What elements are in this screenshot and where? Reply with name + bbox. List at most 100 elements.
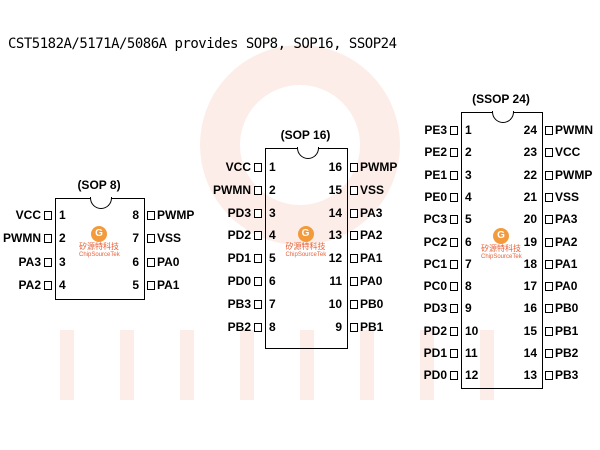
pin-number: 14 [328,205,342,220]
pin-label: PWMN [3,231,41,246]
pin-number: 8 [465,279,472,294]
pin-number: 18 [523,256,537,271]
pin-pad-icon [450,326,458,336]
pin-label: VSS [360,182,385,197]
pin-pad-icon [545,304,553,314]
logo-en: ChipSourceTek [285,251,327,258]
pin-pad-icon [44,234,52,244]
pin-pad-icon [450,170,458,180]
pin-label: PWMP [360,160,398,174]
pin-number: 11 [329,274,342,288]
pin-label: PA2 [18,277,41,292]
pin-label: PE3 [424,123,447,137]
pin-label: PD2 [423,323,447,338]
chip-notch [296,147,319,159]
pin-number: 10 [465,323,479,338]
pin-label: PE1 [424,167,447,182]
pin-number: 2 [465,145,472,160]
logo-cn: 矽源特科技 [285,241,326,251]
watermark-stroke [180,330,194,400]
pin-label: PB1 [360,319,384,334]
pin-pad-icon [147,257,155,267]
pin-pad-icon [350,185,358,195]
pin-label: PE0 [424,189,447,204]
pin-label: PE2 [424,145,447,160]
watermark-stroke [300,330,314,400]
pin-label: PC0 [423,279,447,294]
pin-number: 20 [523,212,537,227]
pin-pad-icon [545,170,553,180]
page-title: CST5182A/5171A/5086A provides SOP8, SOP1… [8,36,397,52]
pin-number: 22 [523,167,537,182]
pin-label: PWMP [555,167,593,182]
pin-number: 13 [328,228,342,243]
pin-pad-icon [450,192,458,202]
pin-number: 3 [269,205,276,220]
pin-pad-icon [350,277,358,286]
watermark-lettering [60,330,540,400]
chip-title: (SOP 16) [280,128,331,142]
pin-label: PC1 [423,256,447,271]
pin-label: PA3 [360,205,383,220]
pin-pad-icon [450,371,458,381]
pin-number: 23 [523,145,537,160]
pin-number: 5 [132,277,139,292]
logo-icon: G [493,227,509,244]
watermark-stroke [420,330,434,400]
pin-label: VCC [225,160,251,174]
pin-pad-icon [350,299,358,309]
pin-pad-icon [545,371,553,381]
pin-label: PB0 [555,301,579,316]
pin-pad-icon [44,257,52,267]
pin-number: 12 [328,251,342,266]
pin-pad-icon [450,282,458,292]
pin-pad-icon [147,280,155,290]
pin-number: 6 [132,254,139,269]
pin-label: PD1 [227,251,251,266]
pin-pad-icon [545,282,553,292]
pin-label: VSS [157,231,182,246]
pin-label: PB2 [555,346,579,360]
pin-label: PA3 [555,212,578,227]
chip-notch [90,197,112,209]
logo-cn: 矽源特科技 [481,243,521,253]
pin-pad-icon [350,163,358,172]
pin-label: PB3 [227,296,251,311]
pin-label: PA1 [360,251,383,266]
pin-pad-icon [254,277,262,286]
pin-number: 6 [269,274,276,288]
pin-number: 4 [59,277,66,292]
pin-label: VSS [555,189,580,204]
pin-pad-icon [254,322,262,332]
pin-number: 8 [269,319,276,334]
pin-pad-icon [545,192,553,202]
pin-pad-icon [44,211,52,220]
pin-label: PC3 [423,212,447,227]
pin-number: 16 [328,160,342,174]
pin-label: PA2 [555,234,578,249]
pin-pad-icon [545,349,553,358]
pin-label: PA2 [360,228,383,243]
pin-number: 1 [59,208,66,222]
pin-pad-icon [254,254,262,264]
watermark-stroke [240,330,254,400]
pin-number: 12 [465,368,479,383]
pin-label: PD3 [423,301,447,316]
pin-number: 2 [269,182,276,197]
pin-label: VCC [15,208,41,222]
pin-number: 14 [523,346,537,360]
pin-pad-icon [350,254,358,264]
pin-pad-icon [254,299,262,309]
pin-pad-icon [147,234,155,244]
pin-pad-icon [450,259,458,269]
pin-label: PB1 [555,323,579,338]
pin-label: PWMP [157,208,195,222]
chip-title: (SOP 8) [77,178,121,192]
pin-pad-icon [545,237,553,247]
pin-pad-icon [147,211,155,220]
pin-number: 4 [465,189,472,204]
pin-number: 8 [132,208,139,222]
